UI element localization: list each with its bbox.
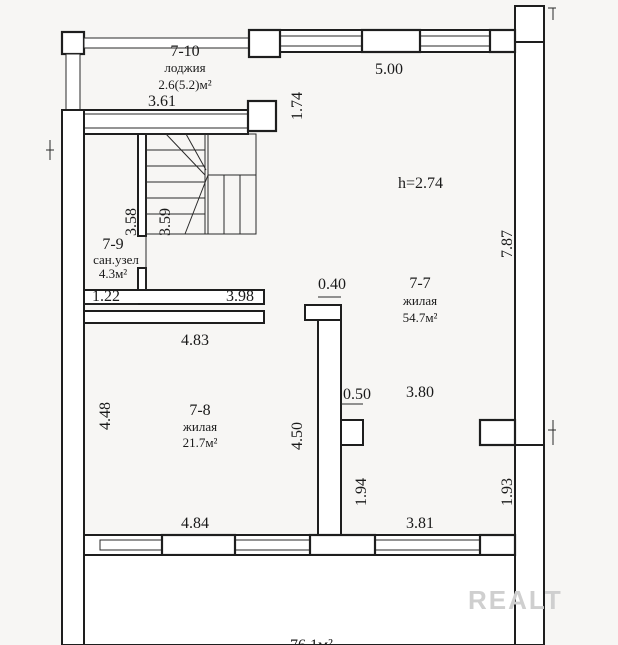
room-name: жилая <box>402 293 437 308</box>
dimensions: 3.61 5.00 1.74 7.87 3.58 3.59 1.22 3.98 … <box>92 61 516 532</box>
room-number: 7-7 <box>409 275 430 292</box>
dim-corridor-width: 3.98 <box>226 288 254 305</box>
wall-right-top <box>514 5 545 43</box>
dim-stair-left: 3.58 <box>123 208 140 236</box>
room-number: 7-8 <box>189 402 210 419</box>
partition-room8-right <box>317 319 342 536</box>
partition-column-step <box>340 419 364 446</box>
room-number: 7-9 <box>102 236 123 253</box>
dim-stair-right: 3.59 <box>157 208 174 236</box>
room-7-8-label: 7-8 жилая 21.7м² <box>182 402 218 450</box>
watermark-logo: REALT <box>468 585 563 615</box>
room-area: 4.3м² <box>99 266 127 281</box>
room-area: 21.7м² <box>183 435 218 450</box>
bottom-pier-left <box>160 533 237 557</box>
dim-room7-lower-right: 1.93 <box>499 478 516 506</box>
wall-right-lower <box>514 444 545 645</box>
wall-left <box>61 109 85 645</box>
dim-room7-bottom: 3.81 <box>406 515 434 532</box>
dim-bath-width: 1.22 <box>92 288 120 305</box>
room-name: сан.узел <box>93 252 139 267</box>
room-7-7-label: 7-7 жилая 54.7м² <box>402 275 438 325</box>
room-area: 54.7м² <box>403 310 438 325</box>
dim-loggia-depth: 1.74 <box>289 92 306 120</box>
room-7-9-label: 7-9 сан.узел 4.3м² <box>93 236 139 281</box>
dim-room8-right: 4.50 <box>289 422 306 450</box>
room-7-10-label: 7-10 лоджия 2.6(5.2)м² <box>158 43 211 92</box>
lower-floor-area <box>83 554 516 645</box>
dim-room8-left: 4.48 <box>97 402 114 430</box>
dimension-lines <box>84 236 363 405</box>
bottom-window-sill <box>99 539 481 551</box>
column-right-inner <box>478 418 517 447</box>
dim-room7-width: 3.80 <box>406 384 434 401</box>
dim-right-wall: 7.87 <box>499 230 516 258</box>
stair-outline <box>145 133 257 235</box>
room-name: жилая <box>182 419 217 434</box>
wall-corridor-top <box>83 289 265 305</box>
dim-room8-top: 4.83 <box>181 332 209 349</box>
room-name: лоджия <box>164 60 205 75</box>
loggia-column-right <box>247 28 282 59</box>
bottom-partial-area: 76.1м² <box>290 637 333 645</box>
wall-room8-top <box>83 310 265 324</box>
loggia-parapet <box>83 37 250 49</box>
top-wall-end <box>488 28 517 54</box>
dim-loggia-width: 3.61 <box>148 93 176 110</box>
wall-right <box>514 41 545 446</box>
bottom-pier-right <box>478 533 517 557</box>
top-window-pier <box>360 28 422 54</box>
dim-room8-bottom: 4.84 <box>181 515 209 532</box>
partition-column-top <box>304 304 342 321</box>
loggia-side-rail <box>65 53 81 113</box>
loggia-column-inner <box>246 99 278 133</box>
stair <box>145 133 257 235</box>
dim-column-offset: 0.50 <box>343 386 371 403</box>
dim-column-small: 0.40 <box>318 276 346 293</box>
loggia-column-left <box>60 30 86 56</box>
dim-room7-lower-left: 1.94 <box>353 478 370 506</box>
bottom-pier-mid <box>308 533 377 557</box>
walls <box>46 5 556 645</box>
room-area: 2.6(5.2)м² <box>158 77 211 92</box>
loggia-door-window <box>83 113 249 129</box>
room-number: 7-10 <box>170 43 199 60</box>
ceiling-height: h=2.74 <box>398 175 443 192</box>
dim-top-window: 5.00 <box>375 61 403 78</box>
